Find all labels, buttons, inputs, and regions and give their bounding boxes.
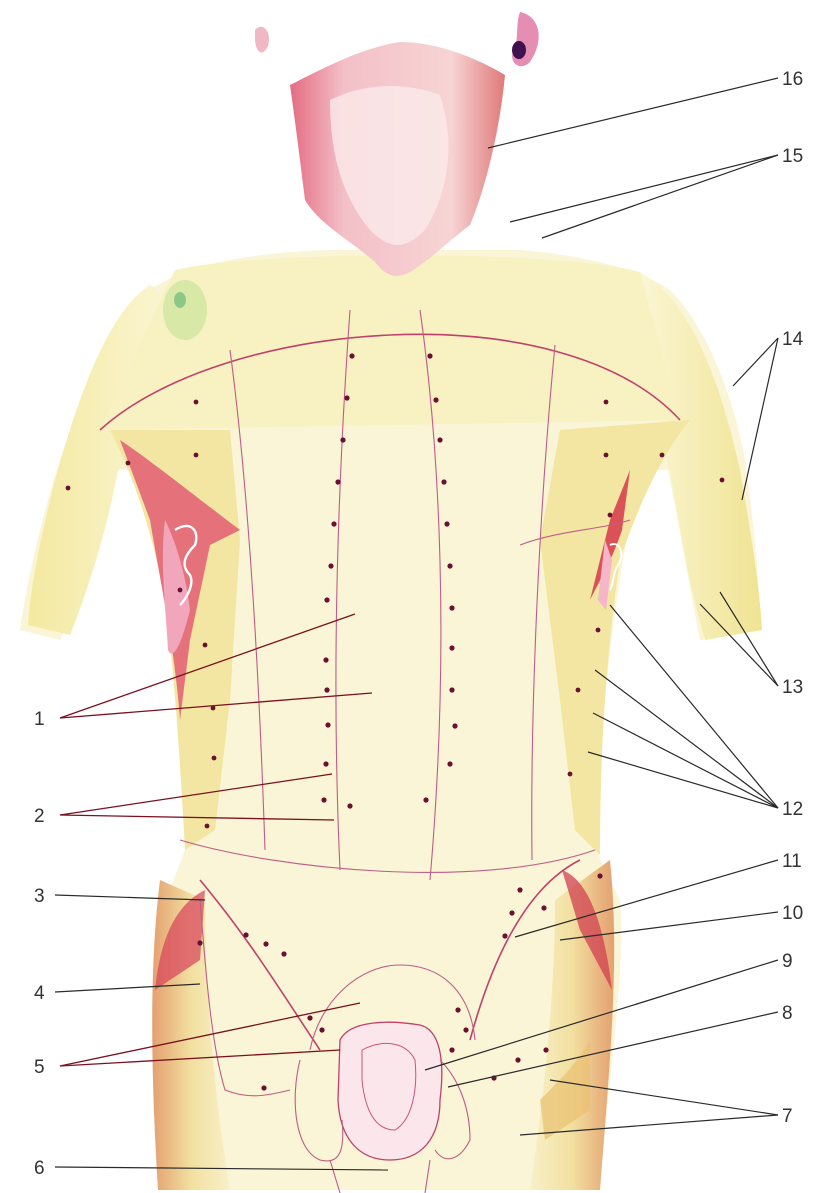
label-16: 16	[782, 69, 803, 90]
label-6: 6	[34, 1158, 45, 1179]
label-9: 9	[782, 951, 793, 972]
label-11: 11	[782, 851, 802, 872]
label-3: 3	[34, 886, 45, 907]
label-15: 15	[782, 146, 803, 167]
label-5: 5	[34, 1057, 45, 1078]
label-1: 1	[34, 709, 45, 730]
label-13: 13	[782, 677, 803, 698]
label-2: 2	[34, 806, 45, 827]
neck-region	[255, 12, 539, 276]
label-14: 14	[782, 329, 804, 350]
label-7: 7	[782, 1106, 793, 1127]
label-10: 10	[782, 903, 803, 924]
label-8: 8	[782, 1003, 793, 1024]
label-4: 4	[34, 983, 45, 1004]
label-12: 12	[782, 799, 803, 820]
